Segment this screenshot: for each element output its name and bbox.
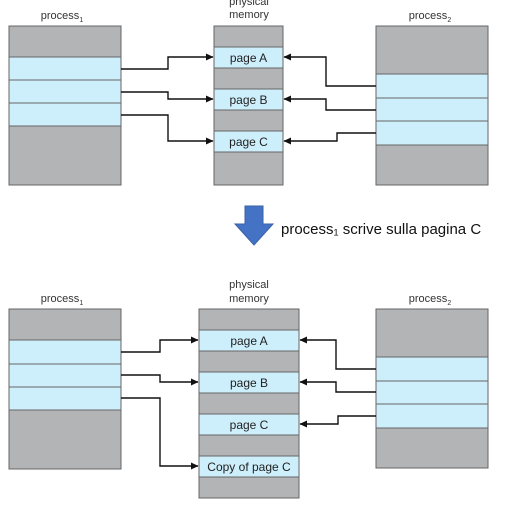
top-arrow-p1-to-page-c <box>121 114 214 145</box>
bottom-memory-label-line1: physical <box>229 279 269 291</box>
top-process1-box <box>8 25 122 186</box>
bottom-memory-label-line2: memory <box>229 293 269 305</box>
bottom-arrow-p2-to-page-a <box>299 336 376 370</box>
bottom-process1-page-3 <box>8 386 122 411</box>
bottom-page-c-frame <box>198 413 300 436</box>
bottom-arrow-p2-to-page-b <box>299 378 376 393</box>
bottom-arrow-p2-to-page-c <box>299 415 376 428</box>
top-arrow-p2-to-page-c <box>283 132 376 145</box>
bottom-page-c-label: page C <box>230 418 269 432</box>
top-memory-label-line2: memory <box>229 9 269 21</box>
bottom-arrow-p1-to-page-a <box>121 336 199 353</box>
bottom-process1-page-1 <box>8 339 122 365</box>
bottom-diagram: process1 physical memory process2 page A… <box>8 279 489 499</box>
bottom-process2-label: process2 <box>409 293 452 307</box>
top-arrow-p2-to-page-a <box>283 53 376 87</box>
bottom-copy-page-c-frame <box>198 455 300 478</box>
top-page-a-label: page A <box>230 51 267 65</box>
bottom-process2-box <box>375 308 489 469</box>
top-process1-label: process1 <box>41 10 84 24</box>
bottom-page-a-label: page A <box>230 334 267 348</box>
bottom-process1-page-2 <box>8 363 122 388</box>
top-arrow-p2-to-page-b <box>283 95 376 111</box>
top-process1-page-3 <box>8 102 122 127</box>
top-page-b-label: page B <box>229 93 267 107</box>
bottom-page-b-label: page B <box>230 376 268 390</box>
bottom-process1-label: process1 <box>41 293 84 307</box>
top-physical-memory: page A page B page C <box>213 25 284 186</box>
bottom-process2-page-1 <box>375 356 489 382</box>
top-arrow-p1-to-page-a <box>121 53 214 70</box>
top-process2-label: process2 <box>409 10 452 24</box>
bottom-process2-page-2 <box>375 380 489 405</box>
top-process1-page-1 <box>8 56 122 81</box>
bottom-arrow-p1-to-page-b <box>121 374 199 386</box>
top-page-a-frame <box>213 46 284 69</box>
top-process2-page-3 <box>375 120 489 146</box>
top-arrow-p1-to-page-b <box>121 91 214 103</box>
top-diagram: process1 physical memory process2 page A… <box>8 0 489 186</box>
bottom-page-b-frame <box>198 371 300 394</box>
bottom-arrow-p1-to-copy-page-c <box>121 397 199 470</box>
top-page-b-frame <box>213 88 284 111</box>
down-arrow-icon <box>233 205 275 246</box>
top-page-c-label: page C <box>229 135 268 149</box>
transition-caption: process₁ scrive sulla pagina C <box>281 221 481 238</box>
bottom-page-a-frame <box>198 329 300 352</box>
top-process1-page-2 <box>8 79 122 104</box>
bottom-physical-memory: page A page B page C Copy of page C <box>198 308 300 499</box>
top-process2-page-2 <box>375 97 489 122</box>
transition: process₁ scrive sulla pagina C <box>233 205 481 246</box>
top-process2-box <box>375 25 489 186</box>
top-page-c-frame <box>213 130 284 153</box>
top-process2-page-1 <box>375 73 489 99</box>
top-memory-label-line1: physical <box>229 0 269 8</box>
bottom-process2-page-3 <box>375 403 489 429</box>
bottom-copy-page-c-label: Copy of page C <box>207 460 291 474</box>
bottom-process1-box <box>8 308 122 470</box>
